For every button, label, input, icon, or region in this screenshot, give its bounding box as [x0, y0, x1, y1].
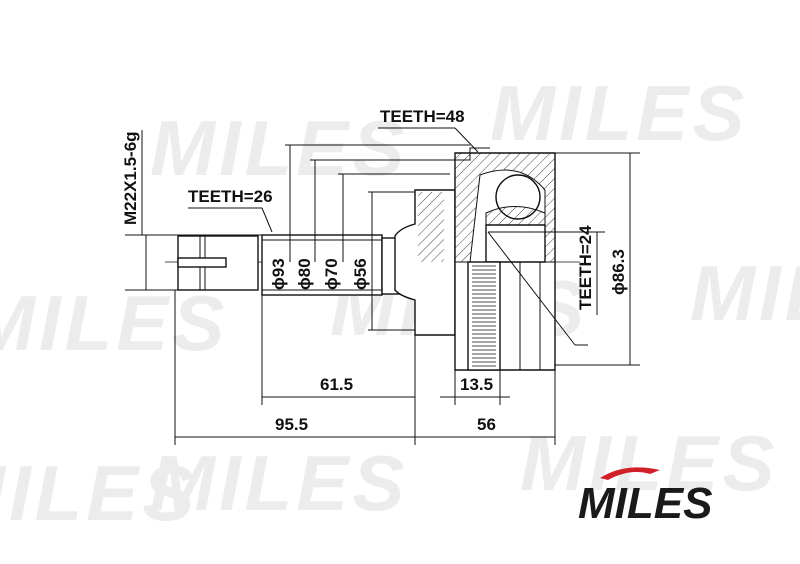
logo-swoosh-icon [600, 467, 660, 480]
length-13-5-label: 13.5 [460, 375, 493, 394]
diameter-86-3-label: ϕ86.3 [609, 249, 628, 295]
watermark: MILES [690, 249, 800, 337]
watermark: MILES [0, 449, 198, 537]
diameter-93-label: ϕ93 [269, 258, 288, 290]
watermark: MILES [490, 69, 748, 157]
miles-logo: MILES [578, 467, 712, 528]
teeth-24-label: TEETH=24 [576, 225, 595, 310]
watermark: MILES [150, 104, 408, 192]
watermark: MILES [520, 419, 778, 507]
logo-text: MILES [578, 479, 712, 528]
abs-ring [467, 261, 501, 371]
watermark: MILES [150, 439, 408, 527]
diameter-80-label: ϕ80 [295, 258, 314, 290]
dimension-lines [125, 127, 640, 445]
inner-race [485, 224, 546, 263]
leader-line-teeth-26 [261, 207, 273, 233]
leader-line-teeth-48 [454, 127, 479, 153]
thread-label: M22X1.5-6g [121, 131, 140, 225]
cage-section [485, 206, 546, 226]
length-56-label: 56 [477, 415, 496, 434]
watermark: MILES [0, 279, 228, 367]
shaft [177, 189, 456, 336]
abs-teeth [472, 265, 496, 367]
diameter-56-label: ϕ56 [351, 258, 370, 290]
teeth-26-label: TEETH=26 [188, 187, 273, 206]
shaft-bore [177, 257, 227, 268]
teeth-48-label: TEETH=48 [380, 107, 465, 126]
leader-line-teeth-24 [487, 231, 576, 346]
outer-housing [454, 147, 556, 371]
dimension-labels: TEETH=48 TEETH=26 M22X1.5-6g ϕ93 ϕ80 ϕ70… [121, 107, 628, 434]
watermarks: MILES MILES MILES MILES MILES MILES MILE… [0, 69, 800, 537]
flange-hatching [418, 192, 444, 262]
length-95-5-label: 95.5 [275, 415, 308, 434]
boot-seat [455, 147, 490, 161]
diameter-70-label: ϕ70 [322, 258, 341, 290]
length-61-5-label: 61.5 [320, 375, 353, 394]
